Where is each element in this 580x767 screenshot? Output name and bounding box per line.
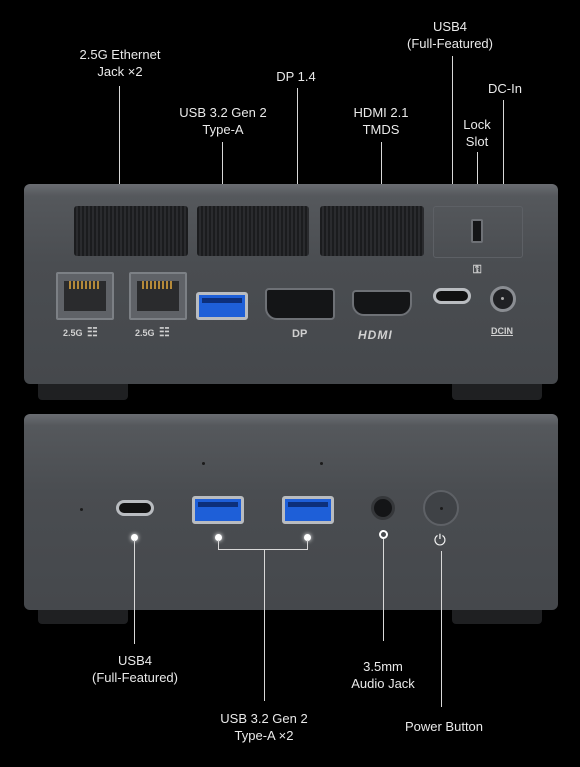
usb4-rear-port: [433, 288, 471, 304]
lock-icon: ⚿: [473, 264, 482, 276]
label-usb32-typea-front: USB 3.2 Gen 2 Type-A ×2: [220, 711, 308, 743]
rear-foot-right: [452, 380, 542, 400]
vent-1: [74, 206, 188, 256]
leader-lock: [477, 152, 478, 212]
audio-jack: [371, 496, 395, 520]
leader-usb32-front-right: [307, 540, 308, 549]
leader-audio: [383, 539, 384, 641]
hdmi-port: [352, 290, 412, 316]
front-panel: [24, 414, 558, 610]
power-led: [440, 507, 443, 510]
vent-2: [197, 206, 309, 256]
marker-audio: [379, 530, 388, 539]
mic-hole-1: [202, 462, 205, 465]
leader-usb32-front-bar: [218, 549, 308, 550]
eth1-marking: 2.5G: [63, 328, 83, 338]
leader-usb4-front: [134, 540, 135, 644]
label-power-button: Power Button: [404, 719, 484, 734]
label-lock-slot: Lock Slot: [463, 117, 491, 149]
lock-recess: [433, 206, 523, 258]
dp-marking: DP: [292, 328, 308, 340]
hdmi-marking: HDMI: [358, 328, 393, 342]
network-icon: ☷: [87, 325, 98, 339]
label-hdmi: HDMI 2.1 TMDS: [353, 105, 409, 137]
label-ethernet: 2.5G Ethernet Jack ×2: [79, 47, 161, 79]
ethernet-port-2: [129, 272, 187, 320]
label-audio-jack: 3.5mm Audio Jack: [351, 659, 415, 691]
label-usb32-typea-rear: USB 3.2 Gen 2 Type-A: [179, 105, 267, 137]
displayport: [265, 288, 335, 320]
eth2-marking: 2.5G: [135, 328, 155, 338]
leader-usb32-front-left: [218, 540, 219, 549]
label-usb4-front: USB4 (Full-Featured): [92, 653, 178, 685]
vent-3: [320, 206, 424, 256]
rear-panel: 2.5G ☷ 2.5G ☷ DP HDMI ⚿ DCIN: [24, 184, 558, 384]
usb4-front-port: [116, 500, 154, 516]
mic-hole-2: [320, 462, 323, 465]
leader-usb32-front: [264, 549, 265, 701]
usb32-typea-front-port-2: [282, 496, 334, 524]
kensington-lock-slot: [471, 219, 483, 243]
leader-usb4-rear: [452, 56, 453, 282]
leader-ethernet: [119, 86, 120, 240]
usb32-typea-rear-port: [196, 292, 248, 320]
rear-foot-left: [38, 380, 128, 400]
dcin-marking: DCIN: [491, 326, 513, 336]
label-dc-in: DC-In: [488, 81, 522, 96]
leader-power: [441, 551, 442, 707]
label-dp: DP 1.4: [276, 69, 316, 84]
ethernet-port-1: [56, 272, 114, 320]
marker-usb4-front: [131, 534, 138, 541]
usb32-typea-front-port-1: [192, 496, 244, 524]
status-led: [80, 508, 83, 511]
network-icon: ☷: [159, 325, 170, 339]
marker-usb32-front-1: [215, 534, 222, 541]
marker-usb32-front-2: [304, 534, 311, 541]
label-usb4-rear: USB4 (Full-Featured): [407, 19, 493, 51]
power-icon: ⏻: [434, 532, 446, 549]
dc-in-pin: [501, 297, 504, 300]
